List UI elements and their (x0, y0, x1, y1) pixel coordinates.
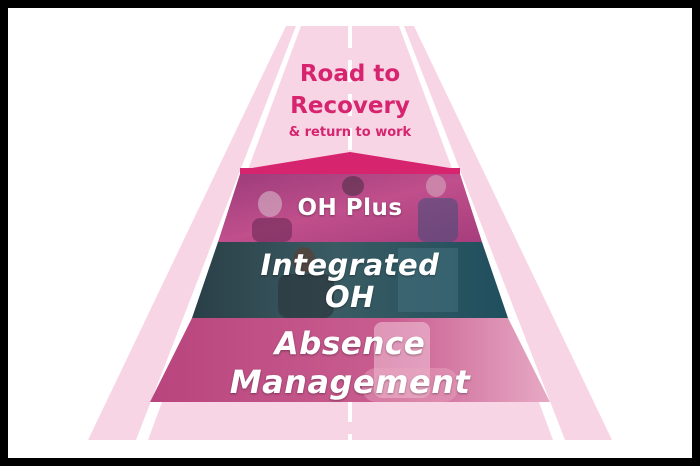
road-edge-line-left (136, 26, 301, 440)
photo-person-center (293, 247, 315, 273)
photo-person-right-body (418, 198, 458, 242)
title-line-2: Recovery (290, 93, 410, 119)
infographic-frame: Road to Recovery & return to work OH Plu… (8, 8, 692, 458)
photo-person-left (258, 191, 282, 217)
layer-integrated-oh-label-line-1: Integrated (260, 248, 440, 282)
photo-person-center-body (278, 274, 334, 318)
layer-absence-management-label-line-1: Absence (274, 326, 426, 362)
photo-person-middle (342, 176, 364, 196)
title-subtitle: & return to work (288, 125, 412, 140)
road-edge-line-right (399, 26, 565, 440)
photo-window (398, 248, 458, 312)
arrow-up-triangle-icon (252, 152, 450, 168)
layer-absence-management-label-line-2: Management (229, 363, 471, 401)
layer-integrated-oh-label-line-2: OH (325, 280, 375, 314)
photo-hand (362, 368, 458, 402)
photo-phone (374, 322, 430, 398)
layer-integrated-oh-band (192, 242, 508, 318)
photo-person-right (426, 175, 446, 197)
photo-person-left-body (252, 218, 292, 242)
arrow-base-bar (240, 168, 460, 174)
road-graphic (88, 26, 612, 440)
layer-absence-management-band (150, 318, 550, 402)
title-line-1: Road to (299, 61, 401, 87)
layer-oh-plus-label: OH Plus (297, 195, 403, 221)
